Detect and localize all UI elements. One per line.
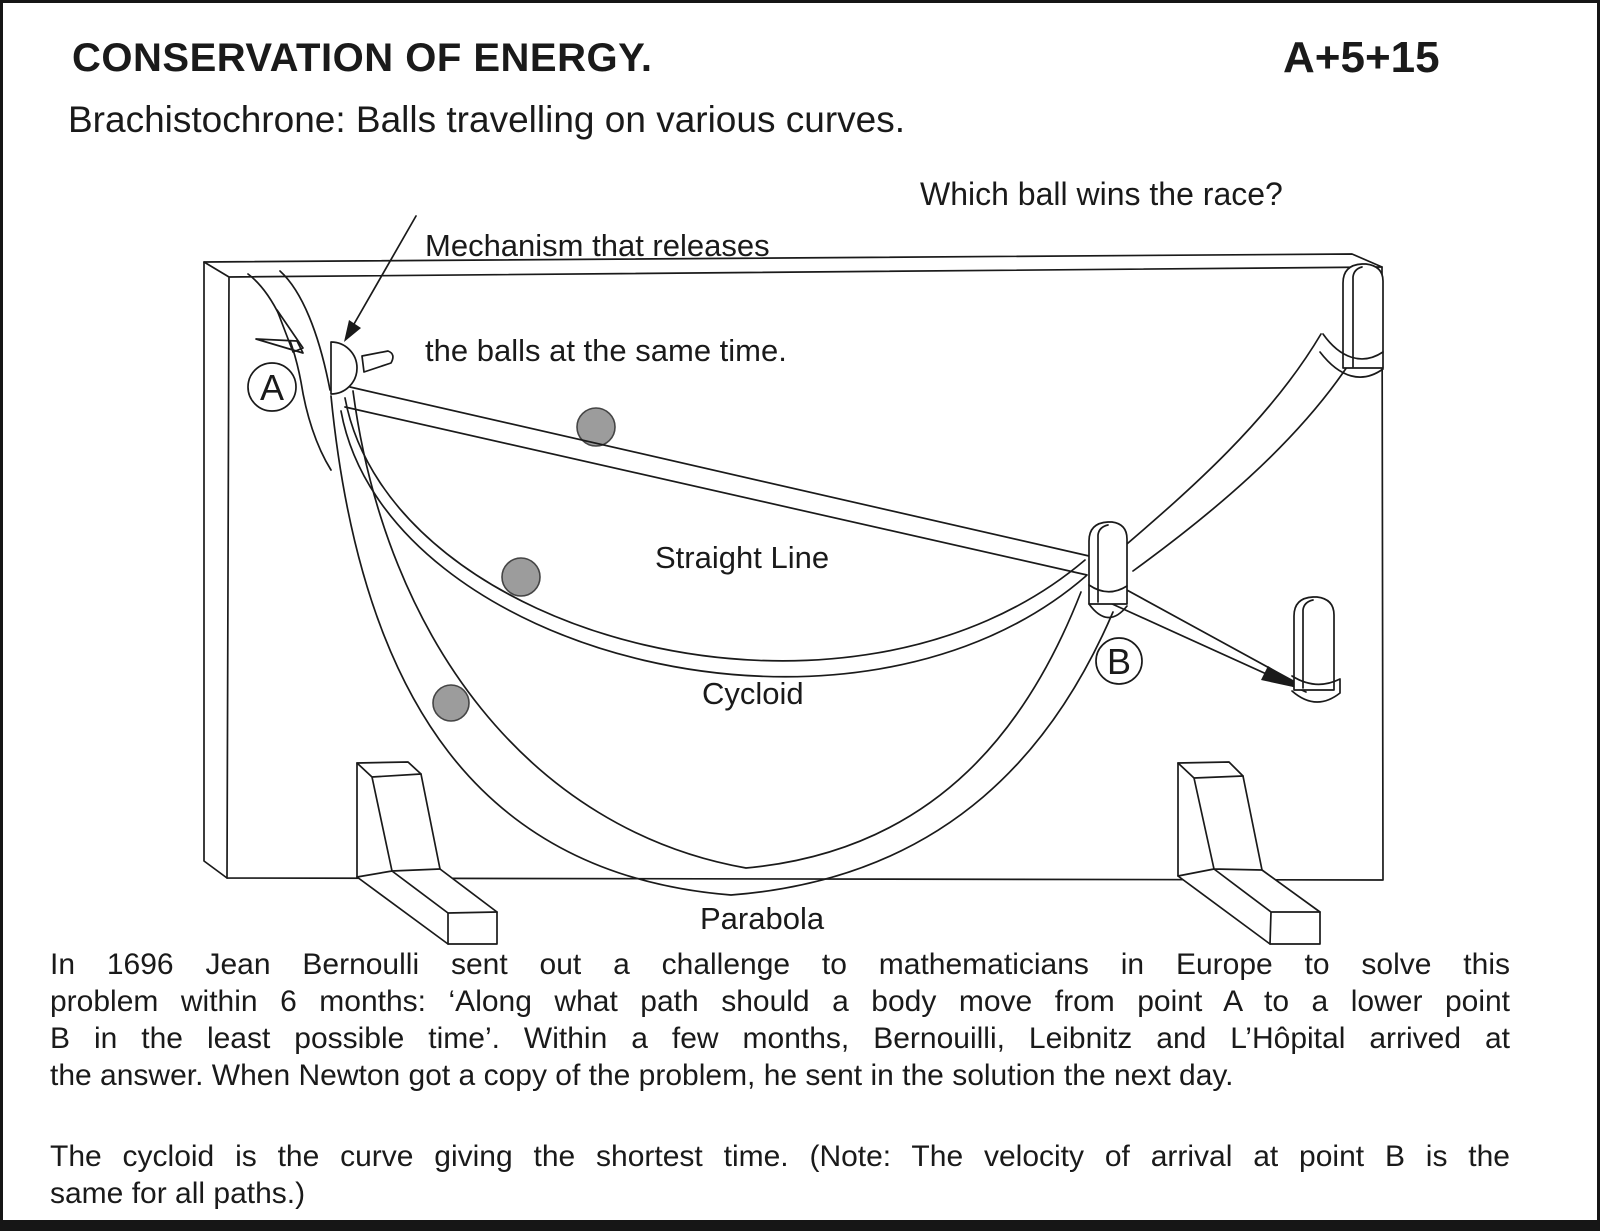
point-a-label: A [260, 367, 284, 408]
paragraph-1: In 1696 Jean Bernoulli sent out a challe… [50, 946, 1510, 1094]
mechanism-annotation: Mechanism that releases the balls at the… [425, 158, 787, 438]
label-parabola: Parabola [700, 901, 825, 936]
paragraph-2: The cycloid is the curve giving the shor… [50, 1138, 1510, 1212]
label-cycloid: Cycloid [702, 676, 804, 711]
right-leg [1177, 761, 1321, 945]
release-handle [361, 350, 394, 373]
straight-track [344, 386, 1090, 576]
point-b-label: B [1107, 641, 1131, 682]
label-straight-line: Straight Line [655, 540, 830, 575]
release-mechanism [255, 309, 394, 395]
annotation-arrowhead [344, 320, 361, 342]
p1-line2: problem within 6 months: ‘Along what pat… [50, 985, 1510, 1018]
mechanism-annotation-line1: Mechanism that releases [425, 228, 770, 263]
page-subtitle: Brachistochrone: Balls travelling on var… [68, 99, 905, 140]
point-b-circle [1095, 637, 1143, 685]
p1-line4: the answer. When Newton got a copy of th… [50, 1059, 1234, 1092]
board [203, 253, 1384, 881]
post-right-stop [1291, 596, 1341, 703]
body-text: In 1696 Jean Bernoulli sent out a challe… [50, 946, 1510, 1212]
point-a-circle [247, 362, 297, 412]
left-leg [356, 761, 498, 945]
p2-line1: The cycloid is the curve giving the shor… [50, 1140, 1510, 1173]
race-question: Which ball wins the race? [920, 176, 1283, 212]
p1-line3: B in the least possible time’. Within a … [50, 1022, 1510, 1055]
ball-on-cycloid [501, 557, 541, 597]
ball-chute [247, 270, 332, 471]
ball-on-straight [576, 407, 616, 447]
demo-code: A+5+15 [1283, 33, 1440, 82]
post-b [1088, 521, 1128, 619]
p2-line2: same for all paths.) [50, 1177, 306, 1210]
p1-line1: In 1696 Jean Bernoulli sent out a challe… [50, 948, 1510, 981]
annotation-arrow [349, 215, 417, 332]
release-spikes [255, 309, 304, 354]
board-bevel-edges [203, 261, 1383, 879]
post-top-right [1319, 263, 1384, 378]
cycloid-track [340, 397, 1087, 678]
release-knob [330, 341, 358, 395]
parabola-track [330, 390, 1114, 896]
page-title: CONSERVATION OF ENERGY. [72, 36, 653, 80]
mechanism-annotation-line2: the balls at the same time. [425, 333, 787, 368]
arc-track [1120, 333, 1350, 572]
ball-on-parabola [432, 684, 470, 722]
